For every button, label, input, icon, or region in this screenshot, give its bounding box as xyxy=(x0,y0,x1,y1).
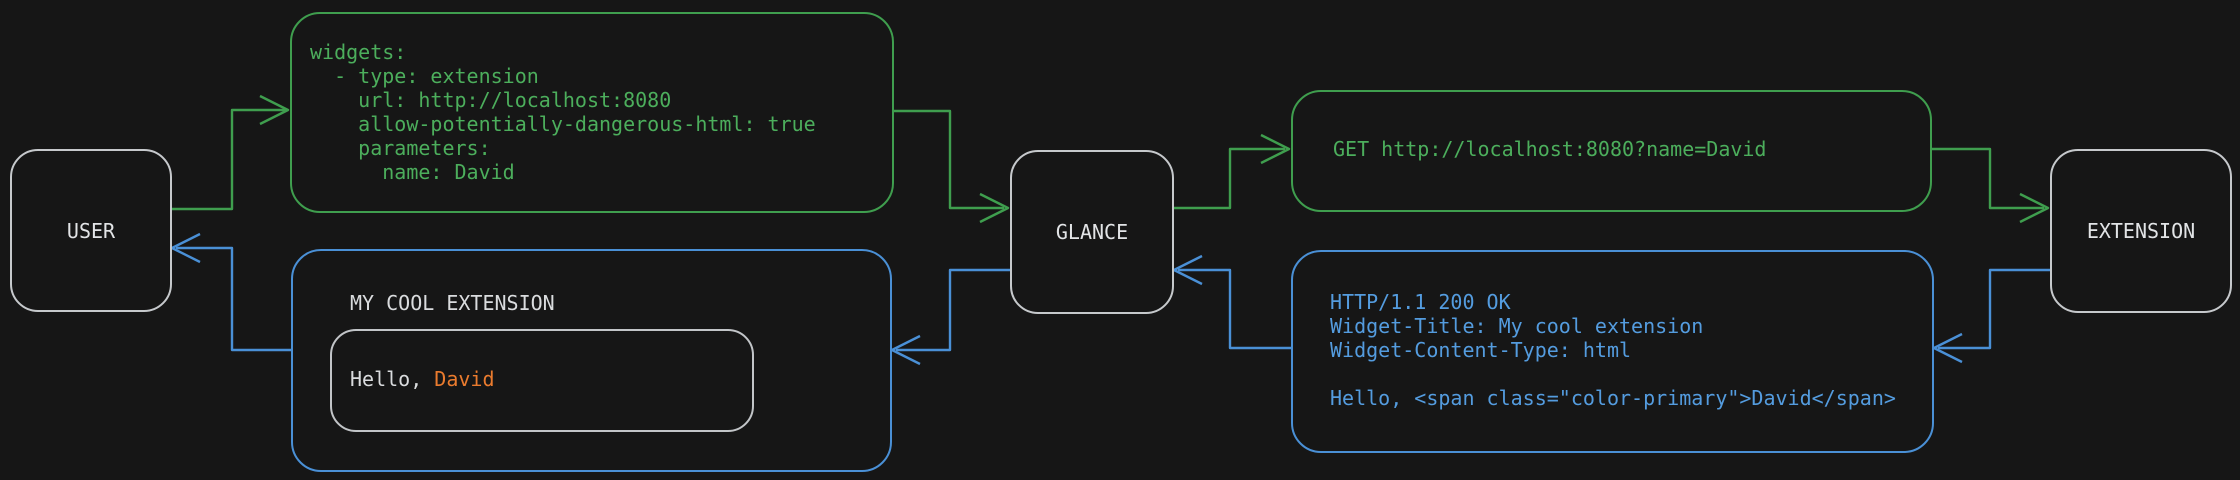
arrow-glance-to-request-line xyxy=(1172,147,1285,210)
arrow-extension-to-response-line xyxy=(1938,268,2050,350)
arrow-widget-to-user-line xyxy=(176,246,291,352)
arrowhead-widget-to-user xyxy=(170,232,201,264)
arrowhead-request-to-extension xyxy=(2019,192,2050,224)
arrowhead-glance-to-widget xyxy=(890,334,921,366)
arrowhead-extension-to-response xyxy=(1932,332,1963,364)
arrowhead-glance-to-request xyxy=(1260,133,1291,165)
arrowhead-user-to-config xyxy=(259,94,290,126)
arrow-request-to-extension-line xyxy=(1930,147,2044,210)
widget-preview-box: MY COOL EXTENSION Hello, David xyxy=(291,249,892,472)
http-response-box: HTTP/1.1 200 OK Widget-Title: My cool ex… xyxy=(1291,250,1934,453)
glance-node: GLANCE xyxy=(1010,150,1174,314)
yaml-config-box: widgets: - type: extension url: http://l… xyxy=(290,12,894,213)
extension-node-label: EXTENSION xyxy=(2086,219,2196,243)
glance-node-label: GLANCE xyxy=(1055,220,1129,244)
http-request-text: GET http://localhost:8080?name=David xyxy=(1333,137,1767,161)
http-request-box: GET http://localhost:8080?name=David xyxy=(1291,90,1932,212)
extension-node: EXTENSION xyxy=(2050,149,2232,313)
user-node: USER xyxy=(10,149,172,312)
arrowhead-config-to-glance xyxy=(979,192,1010,224)
user-node-label: USER xyxy=(66,218,116,243)
http-response-code: HTTP/1.1 200 OK Widget-Title: My cool ex… xyxy=(1330,290,1896,410)
greeting-name: David xyxy=(434,367,495,391)
arrow-config-to-glance-line xyxy=(892,109,1004,210)
yaml-config-code: widgets: - type: extension url: http://l… xyxy=(310,40,816,184)
arrow-response-to-glance-line xyxy=(1178,268,1291,350)
arrow-user-to-config-line xyxy=(170,108,286,211)
arrow-glance-to-widget-line xyxy=(896,268,1010,352)
widget-content-box: Hello, David xyxy=(330,329,754,432)
widget-title: MY COOL EXTENSION xyxy=(350,291,555,315)
greeting-text: Hello, David xyxy=(350,367,495,391)
greeting-prefix: Hello, xyxy=(350,367,435,391)
arrowhead-response-to-glance xyxy=(1172,254,1203,286)
